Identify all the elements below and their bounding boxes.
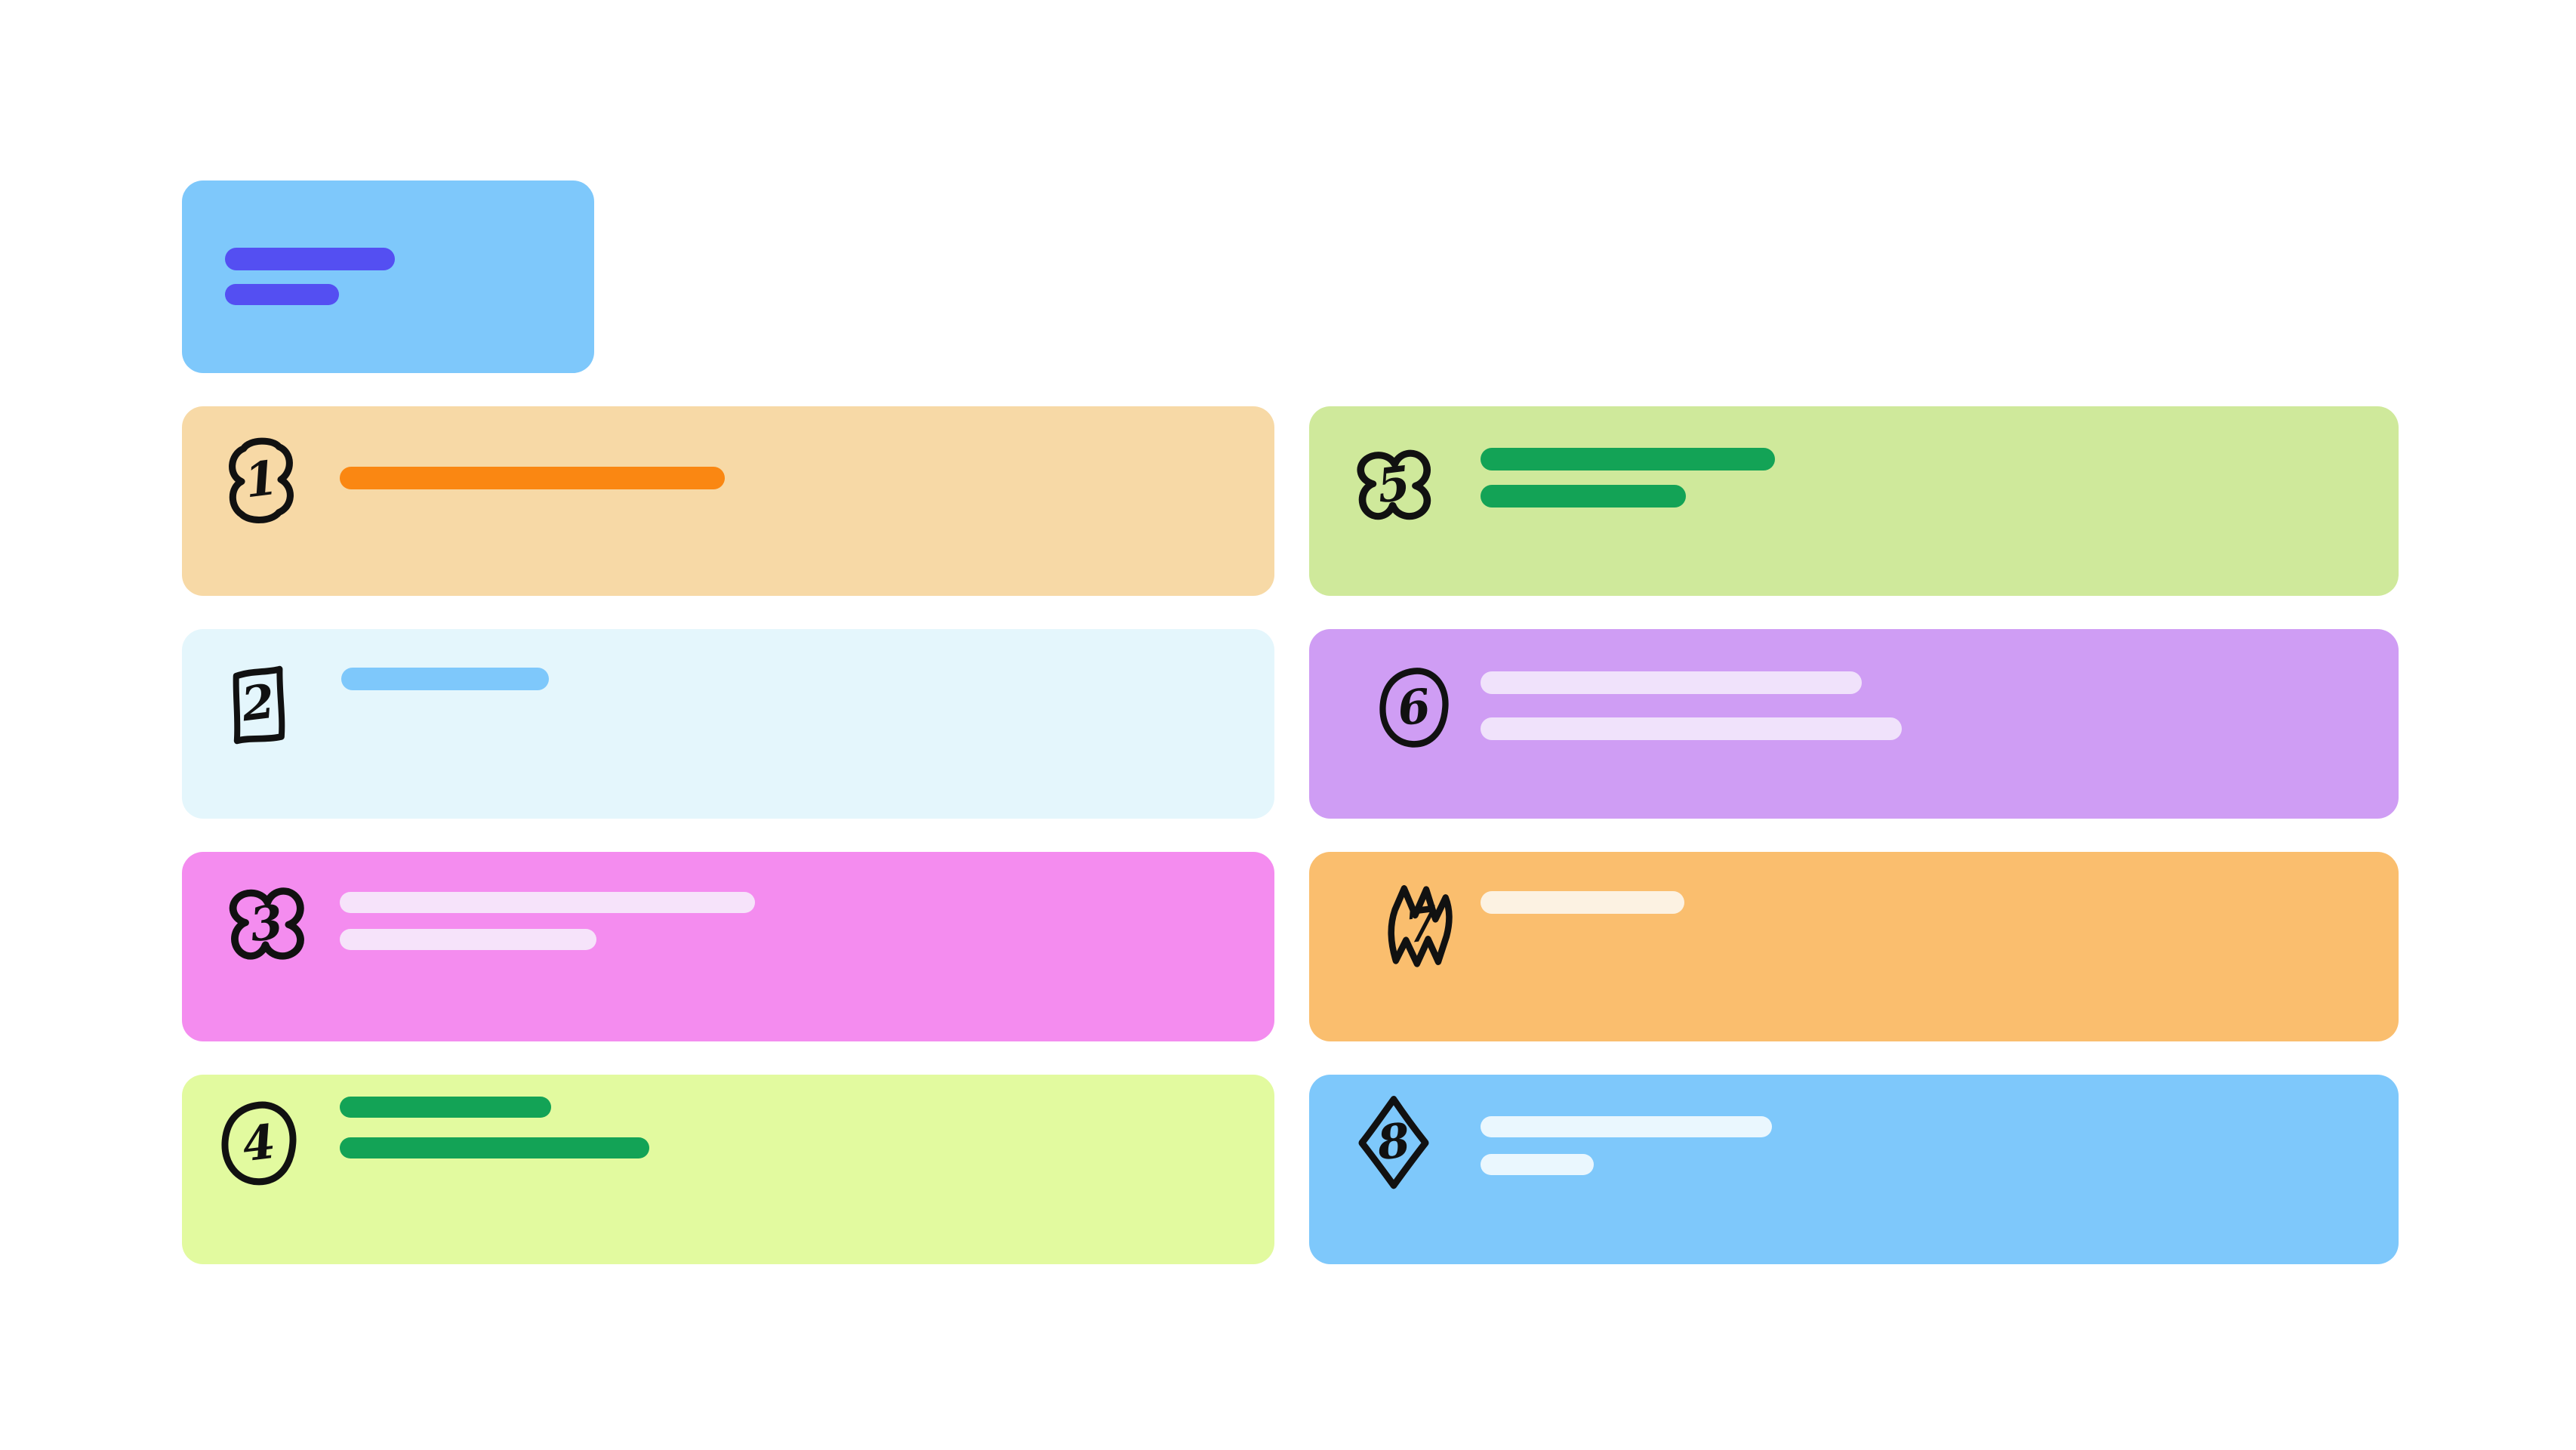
badge-frame: 7 bbox=[1376, 875, 1468, 976]
placeholder-text-bar bbox=[1481, 485, 1686, 508]
placeholder-text-bar bbox=[1481, 717, 1902, 740]
placeholder-text-bar bbox=[1481, 1154, 1594, 1175]
numbered-card-7[interactable]: 7 bbox=[1309, 852, 2399, 1041]
badge-number: 3 bbox=[247, 893, 286, 953]
badge-number: 8 bbox=[1374, 1112, 1413, 1171]
placeholder-text-bar bbox=[340, 892, 755, 913]
numbered-card-2[interactable]: 2 bbox=[182, 629, 1274, 819]
blob-frame-icon bbox=[229, 437, 294, 523]
placeholder-text-bar bbox=[1481, 448, 1775, 470]
badge-frame: 8 bbox=[1347, 1091, 1441, 1192]
badge-number: 6 bbox=[1394, 677, 1434, 737]
numbered-card-5[interactable]: 5 bbox=[1309, 406, 2399, 596]
badge-frame: 3 bbox=[214, 873, 319, 974]
placeholder-text-bar bbox=[1481, 891, 1684, 914]
placeholder-text-bar bbox=[225, 284, 339, 305]
numbered-card-1[interactable]: 1 bbox=[182, 406, 1274, 596]
placeholder-text-bar bbox=[340, 929, 596, 950]
badge-frame: 1 bbox=[212, 431, 310, 528]
placeholder-text-bar bbox=[1481, 1116, 1772, 1137]
square-frame-icon bbox=[233, 665, 285, 745]
circle-frame-icon bbox=[221, 1101, 297, 1186]
badge-frame: 5 bbox=[1342, 436, 1446, 534]
badge-frame: 6 bbox=[1370, 661, 1459, 754]
badge-number: 4 bbox=[239, 1113, 279, 1173]
badge-number: 2 bbox=[239, 673, 278, 733]
placeholder-text-bar bbox=[341, 668, 549, 690]
diamond-frame-icon bbox=[1358, 1096, 1429, 1189]
numbered-card-grid: 1 2 3 4 5 bbox=[182, 406, 2399, 1264]
numbered-card-6[interactable]: 6 bbox=[1309, 629, 2399, 819]
circle-frame-icon bbox=[1379, 668, 1449, 748]
badge-frame: 4 bbox=[211, 1094, 307, 1192]
badge-number: 1 bbox=[242, 449, 281, 509]
title-card[interactable] bbox=[182, 180, 594, 373]
placeholder-text-bar bbox=[340, 467, 725, 489]
badge-number: 7 bbox=[1402, 895, 1441, 955]
numbered-card-4[interactable]: 4 bbox=[182, 1075, 1274, 1264]
placeholder-text-bar bbox=[340, 1137, 649, 1158]
clover-frame-icon bbox=[1357, 449, 1431, 520]
badge-number: 5 bbox=[1374, 455, 1413, 514]
badge-frame: 2 bbox=[215, 656, 301, 750]
numbered-card-8[interactable]: 8 bbox=[1309, 1075, 2399, 1264]
placeholder-text-bar bbox=[225, 248, 395, 270]
placeholder-text-bar bbox=[340, 1097, 551, 1118]
clover-frame-icon bbox=[229, 887, 304, 960]
numbered-card-3[interactable]: 3 bbox=[182, 852, 1274, 1041]
placeholder-text-bar bbox=[1481, 671, 1862, 694]
burst-frame-icon bbox=[1388, 885, 1453, 967]
